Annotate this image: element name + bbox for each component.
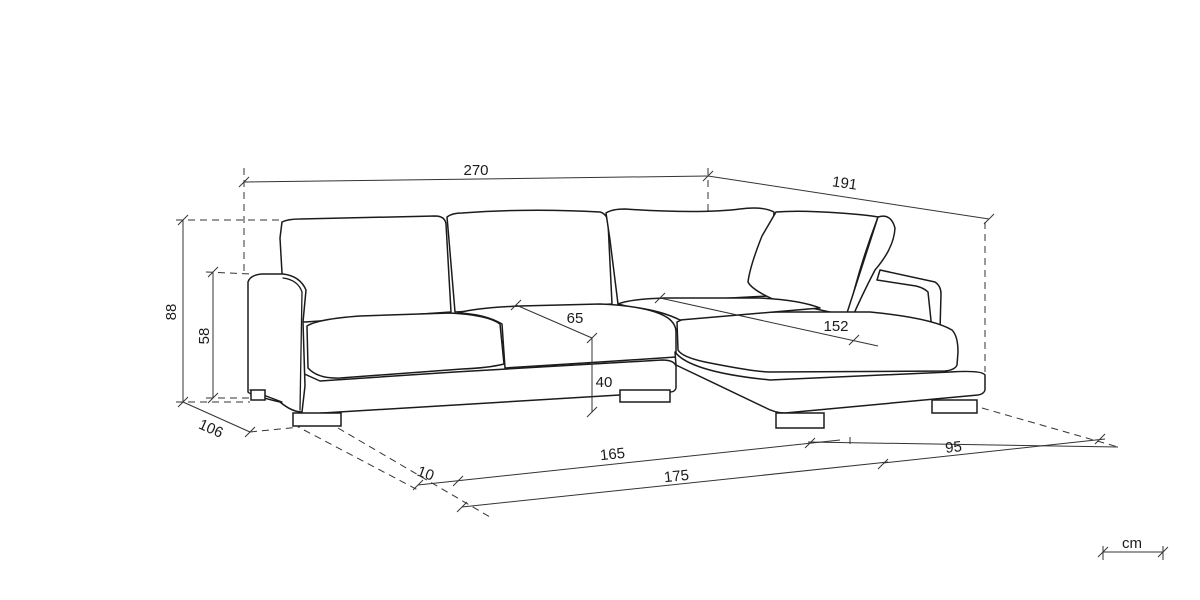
leg-chaise-front [775,412,825,429]
extension-lines [176,168,1119,518]
label-base-width: 175 [663,467,690,487]
chaise-seat-cushion [676,311,959,373]
seat-cushion-left [306,312,505,379]
seat-cushion-middle [457,303,677,369]
label-chaise-seat-length: 152 [823,318,848,335]
sofa-drawing [247,207,986,429]
leg-front-left [292,412,342,427]
label-armrest-height: 58 [196,328,213,345]
label-unit: cm [1122,535,1142,552]
leg-front-middle [619,389,671,403]
leg-back-left [250,389,266,401]
back-cushion-chaise-side [845,215,896,319]
back-cushion-middle [446,209,613,313]
chaise-base [674,351,986,414]
label-seat-width: 165 [599,445,626,465]
back-cushion-right [605,207,775,305]
back-cushion-left [279,215,452,323]
dimension-labels: 270 191 88 58 106 65 152 40 165 175 10 9… [163,162,1142,552]
label-leg-offset: 10 [415,463,436,485]
dimension-lines [177,170,1169,560]
label-chaise-depth: 191 [831,173,858,193]
label-seat-height: 40 [596,374,613,391]
label-chaise-width: 95 [944,438,962,457]
back-cushion-corner [747,210,879,317]
label-depth: 106 [196,416,226,442]
label-height: 88 [163,304,180,321]
label-seat-depth: 65 [567,310,584,327]
leg-chaise-back [931,399,978,414]
label-total-width: 270 [463,162,488,179]
